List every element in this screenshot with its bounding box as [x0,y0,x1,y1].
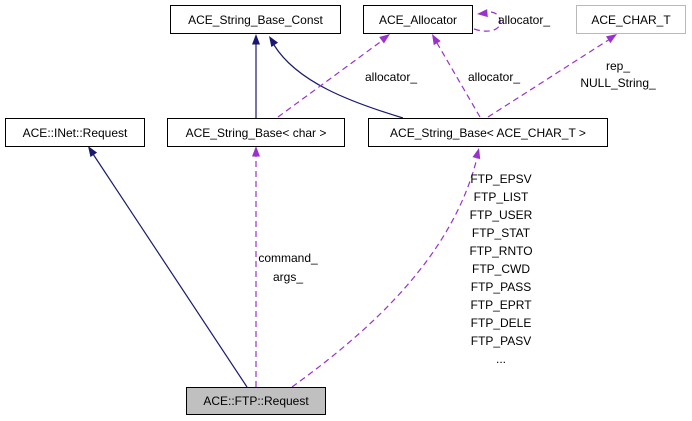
edge-label-allocator-right: allocator_ [467,70,521,84]
edge-label-line: FTP_DELE [470,316,532,330]
edge-label-allocator-self: allocator_ [497,13,551,27]
edge-label-line: FTP_EPRT [470,298,532,312]
edge-label-line: FTP_STAT [471,226,531,240]
inheritance-edge-ftprequest-to-inetrequest [92,153,248,388]
node-ace-inet-request[interactable]: ACE::INet::Request [5,118,145,147]
edge-label-line: rep_ [605,59,631,73]
usage-edge-allocator-self-loop [473,11,501,32]
node-ace-string-base-const[interactable]: ACE_String_Base_Const [170,5,341,34]
arrowhead-icon [606,34,617,44]
arrowhead-icon [379,34,390,44]
node-ace-allocator[interactable]: ACE_Allocator [363,5,473,34]
usage-edge-rep-nullstring [487,38,611,118]
inheritance-edge-stringbaseacechart-to-const [273,44,404,119]
arrowhead-icon [88,146,98,157]
node-ace-string-base-ace-char-t[interactable]: ACE_String_Base< ACE_CHAR_T > [368,118,608,147]
edge-label-line: FTP_PASS [470,280,532,294]
edge-label-rep-nullstring: rep_ NULL_String_ [580,58,655,92]
node-ace-string-base-char[interactable]: ACE_String_Base< char > [167,118,345,147]
usage-edge-ftp-commands [291,157,478,388]
edge-label-line: FTP_USER [469,208,533,222]
edge-label-allocator-left: allocator_ [364,70,418,84]
edge-label-line: FTP_EPSV [470,172,532,186]
edge-label-line: FTP_PASV [470,334,532,348]
edge-label-line: FTP_LIST [473,190,529,204]
node-ace-char-t: ACE_CHAR_T [576,5,686,34]
node-ace-ftp-request: ACE::FTP::Request [186,387,326,415]
edge-label-line: FTP_CWD [472,262,530,276]
usage-edge-allocator-left [277,39,384,118]
arrowhead-icon [432,34,441,46]
arrowhead-icon [252,34,260,45]
edge-label-command-args: command_ args_ [258,249,317,287]
edge-label-line: command_ [258,251,318,265]
edge-label-line: NULL_String_ [580,76,656,90]
edge-label-line: args_ [272,270,304,284]
arrowhead-icon [269,36,279,47]
usage-edge-allocator-right [436,42,481,118]
arrowhead-icon [477,9,488,18]
arrowhead-icon [252,146,260,157]
edge-label-line: FTP_RNTO [469,244,533,258]
arrowhead-icon [472,148,481,160]
edge-label-line: ... [495,352,506,366]
edge-label-ftp-commands: FTP_EPSV FTP_LIST FTP_USER FTP_STAT FTP_… [469,170,532,368]
